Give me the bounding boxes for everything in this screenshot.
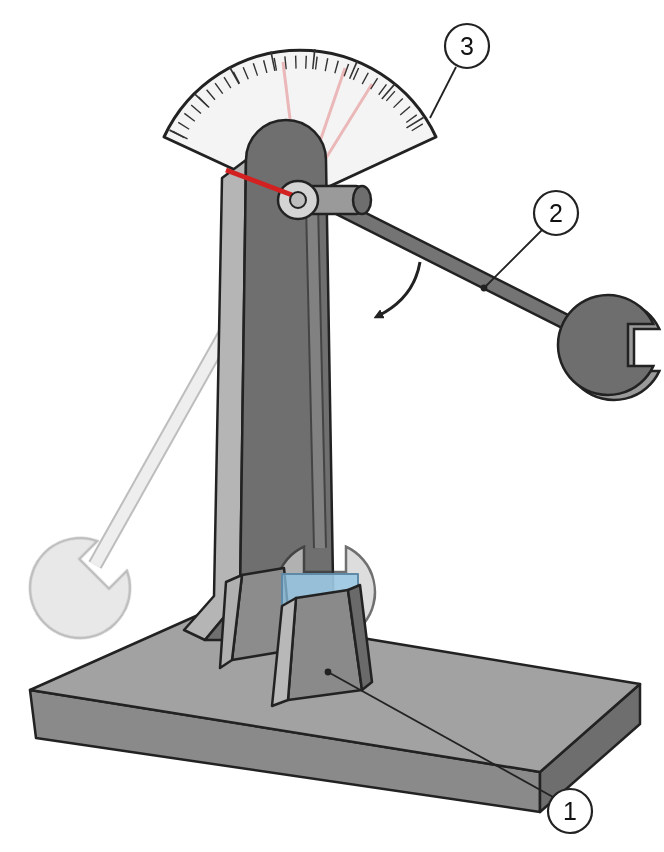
hanging-pendulum [275, 205, 375, 642]
anvil-supports [220, 568, 372, 706]
machine-column [184, 120, 334, 640]
pendulum-hammer [558, 295, 659, 400]
callout-number: 3 [445, 24, 489, 68]
callout-number: 1 [548, 789, 592, 833]
callout-circles [445, 24, 592, 833]
leader-lines [326, 67, 554, 797]
pendulum-arm [226, 170, 582, 330]
pointer-needle [226, 170, 300, 198]
callout-number: 2 [534, 191, 578, 235]
swing-arrow [378, 262, 420, 316]
